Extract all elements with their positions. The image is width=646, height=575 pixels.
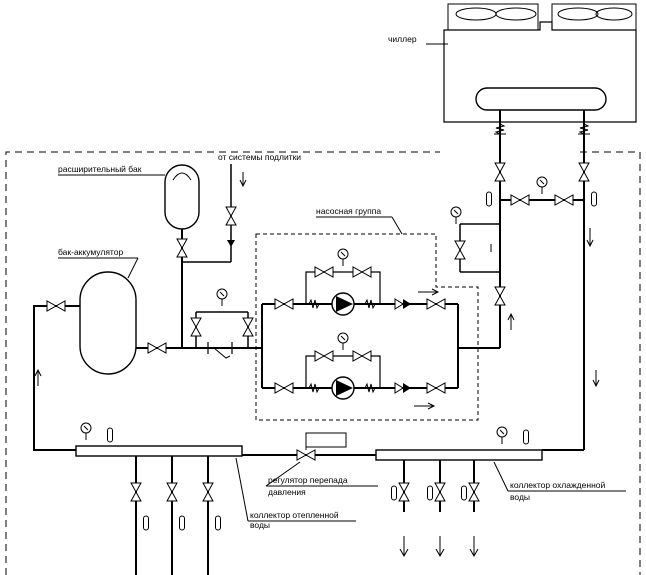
chiller — [443, 3, 637, 123]
return-valve — [494, 286, 506, 306]
buffer-tank-label: бак-аккумулятор — [58, 247, 123, 257]
makeup-label: от системы подлитки — [218, 152, 301, 162]
warm-collector-label-2: воды — [250, 520, 270, 530]
pump-group-label: насосная группа — [316, 206, 381, 216]
warm-water-collector — [75, 445, 243, 457]
chilled-water-collector — [375, 449, 543, 461]
pressure-regulator-valve — [296, 449, 316, 461]
equipment-boundary — [5, 151, 641, 575]
cold-collector-label-2: воды — [510, 492, 530, 502]
regulator-label-1: регулятор перепада — [268, 475, 348, 485]
chiller-outlet-valve — [578, 162, 590, 182]
pump-2 — [331, 376, 355, 400]
warm-collector-label-1: коллектор отепленной — [250, 510, 339, 520]
pump-1 — [331, 292, 355, 316]
expansion-tank — [164, 164, 200, 230]
buffer-tank — [79, 271, 137, 375]
expansion-tank-label: расширительный бак — [58, 164, 142, 174]
chiller-label: чиллер — [388, 34, 417, 44]
pump-group-boundary — [255, 233, 479, 421]
chiller-inlet-valve — [494, 162, 506, 182]
regulator-label-2: давления — [268, 487, 306, 497]
cold-collector-label-1: коллектор охлажденной — [510, 480, 605, 490]
